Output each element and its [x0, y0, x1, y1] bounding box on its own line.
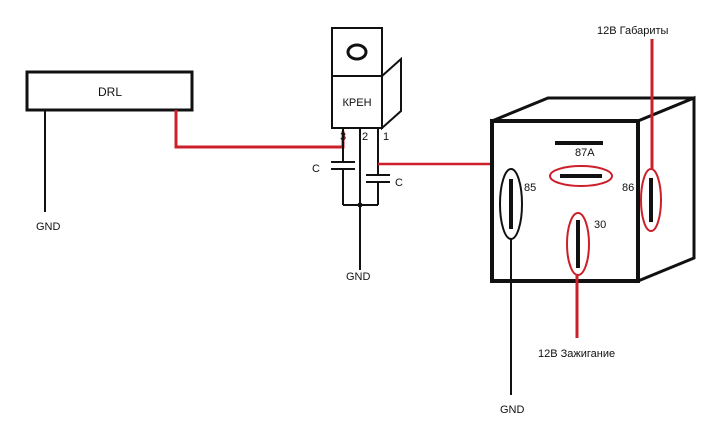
regulator-body [331, 75, 383, 129]
gnd-relay-label: GND [500, 404, 525, 416]
capacitor-right-label: C [395, 177, 403, 189]
regulator-mount-hole-icon [346, 43, 368, 61]
drl-to-regulator-wire [174, 110, 345, 149]
relay-pin-87a-label: 87A [575, 147, 595, 159]
v12-ignition-label: 12В Зажигание [538, 348, 615, 360]
capacitor-left [331, 147, 355, 205]
capacitor-left-label: C [312, 163, 320, 175]
gnd-reg-label: GND [346, 271, 371, 283]
relay-pin-86-label: 86 [622, 182, 634, 194]
drl-module: DRL [25, 70, 194, 112]
relay-pin-85-label: 85 [524, 182, 536, 194]
voltage-regulator: КРЕН [331, 27, 402, 131]
relay [490, 95, 696, 284]
regulator-tab [331, 27, 383, 77]
v12-gabarity-label: 12В Габариты [597, 25, 669, 37]
relay-pin-87a-highlight [549, 165, 613, 187]
regulator-pin-1-label: 1 [383, 131, 389, 143]
gnd-junction-dot [357, 202, 363, 208]
regulator-label: КРЕН [342, 97, 371, 109]
capacitor-right [366, 174, 390, 205]
gnd-drl-label: GND [36, 221, 61, 233]
drl-box [25, 70, 194, 112]
regulator-side-face [381, 56, 402, 131]
relay-front-face [490, 119, 640, 283]
relay-pin-30-label: 30 [594, 219, 606, 231]
relay-side-face [636, 95, 696, 284]
drl-label: DRL [98, 85, 122, 99]
regulator-pin-2-label: 2 [362, 131, 368, 143]
